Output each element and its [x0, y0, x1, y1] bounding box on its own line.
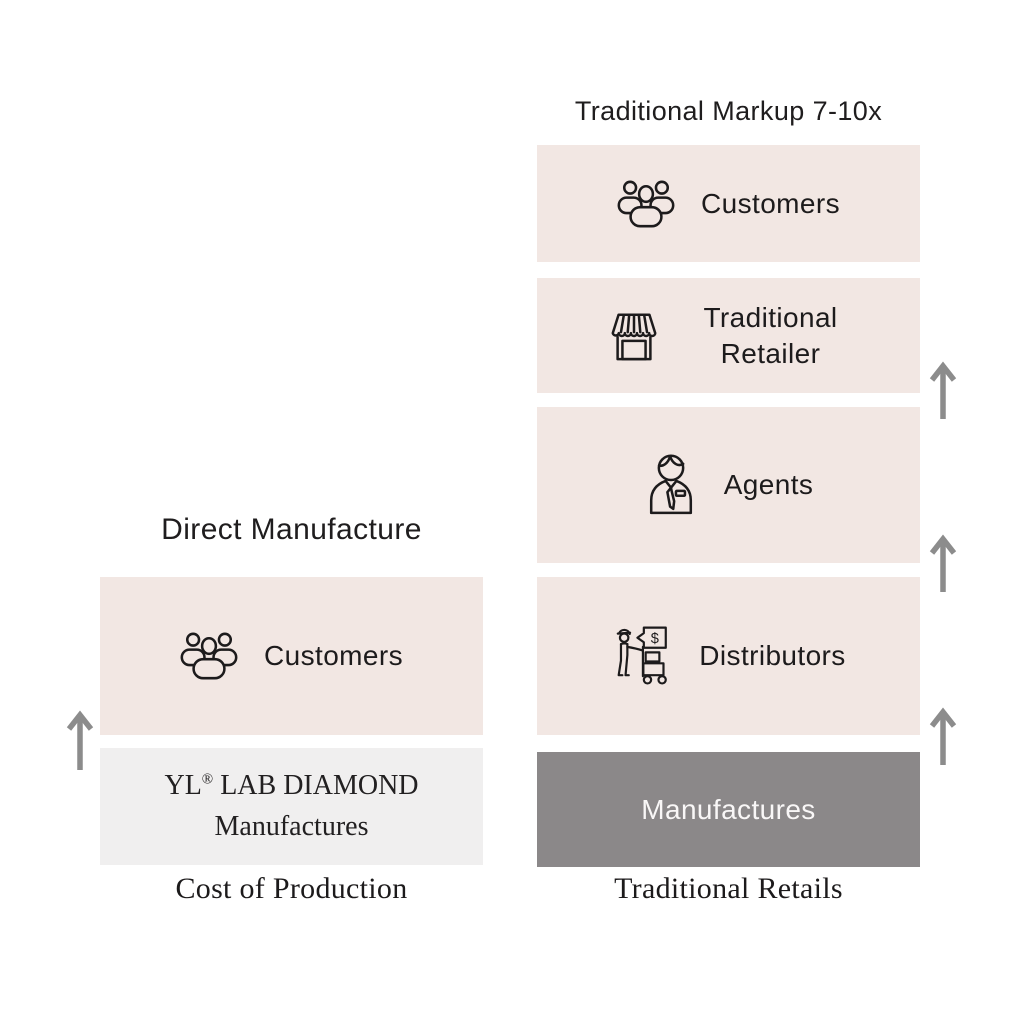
- right-column-heading: Traditional Markup 7-10x: [574, 96, 883, 126]
- agent-icon: [644, 452, 698, 518]
- agents-label: Agents: [723, 469, 814, 500]
- up-arrow-icon: [64, 708, 96, 772]
- traditional-retailer-box: Traditional Retailer: [537, 278, 920, 393]
- left-customers-box: Customers: [100, 577, 483, 735]
- right-customers-label: Customers: [701, 187, 840, 219]
- left-column-heading: Direct Manufacture: [161, 513, 422, 546]
- manufacturer-line1: YL® LAB DIAMOND: [164, 770, 418, 802]
- dollar-sign: $: [651, 631, 659, 647]
- users-icon: [180, 630, 238, 682]
- users-icon: [617, 178, 675, 230]
- distributors-label: Distributors: [699, 640, 846, 671]
- up-arrow-icon: [927, 532, 959, 594]
- right-customers-box: Customers: [537, 145, 920, 262]
- agents-box: Agents: [537, 407, 920, 563]
- left-customers-label: Customers: [264, 640, 403, 671]
- registered-mark: ®: [201, 771, 214, 788]
- manufacturer-line2: Manufactures: [214, 811, 369, 842]
- brand-name: YL: [164, 770, 202, 801]
- up-arrow-icon: [927, 359, 959, 421]
- right-column-caption: Traditional Retails: [614, 872, 843, 905]
- left-column-caption: Cost of Production: [175, 872, 408, 905]
- up-arrow-icon: [927, 705, 959, 767]
- distributors-box: $ Distributors: [537, 577, 920, 735]
- manufactures-label: Manufactures: [641, 793, 816, 825]
- distributor-icon: $: [611, 624, 673, 688]
- traditional-retailer-label: Traditional Retailer: [703, 301, 838, 369]
- left-manufacturer-box: YL® LAB DIAMOND Manufactures: [100, 748, 483, 865]
- storefront-icon: [605, 309, 663, 363]
- manufactures-box: Manufactures: [537, 752, 920, 867]
- brand-name-rest: LAB DIAMOND: [213, 770, 419, 801]
